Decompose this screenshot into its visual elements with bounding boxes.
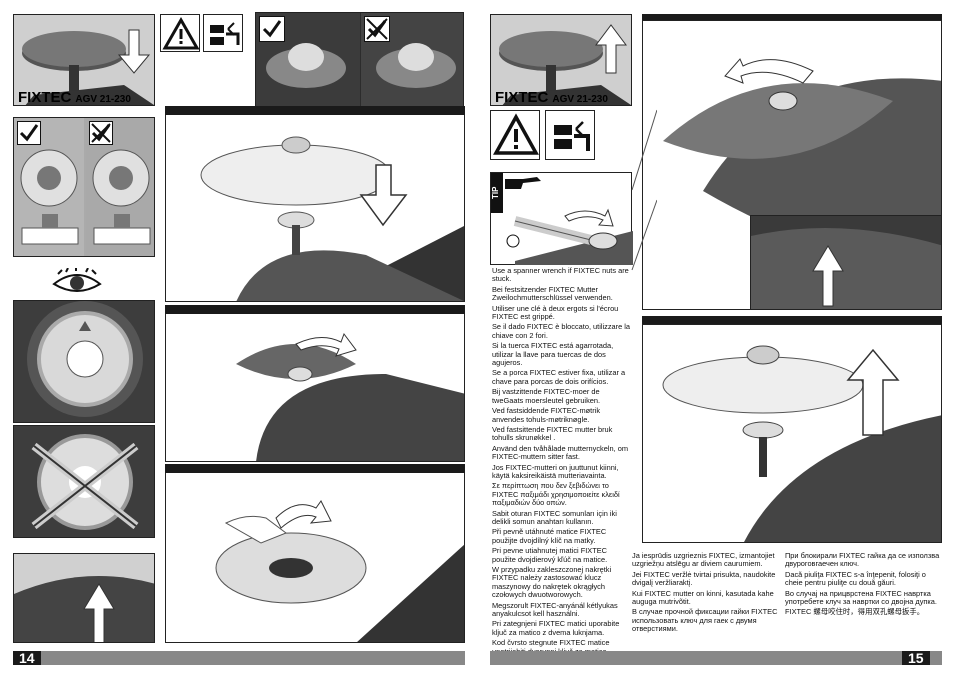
unplug-icon — [203, 14, 243, 52]
bottom-lt: Jei FIXTEC veržlė tvirtai prisukta, naud… — [632, 569, 776, 588]
tip-sk: Pri pevne utiahnutej matici FIXTEC použi… — [492, 546, 608, 564]
tip-es: Si la tuerca FIXTEC está agarrotada, uti… — [492, 341, 614, 368]
tip-pl: W przypadku zakleszczonej nakrętki FIXTE… — [492, 565, 612, 600]
bottom-text-col1: Ja iesprūdis uzgrieznis FIXTEC, izmantoj… — [632, 551, 782, 636]
tip-it: Se il dado FIXTEC è bloccato, utilizzare… — [492, 322, 631, 340]
step-2-image — [165, 314, 465, 462]
tip-box: TIP — [490, 172, 633, 265]
tip-pt: Se a porca FIXTEC estiver fixa, utilizar… — [492, 368, 626, 386]
bottom-ro: Dacă piuliţa FIXTEC s-a înţepenit, folos… — [785, 569, 926, 588]
nut-orientation-photo — [255, 12, 464, 109]
step-1-image — [165, 115, 465, 302]
page-number-left: 14 — [13, 651, 41, 665]
tip-da: Ved fastsiddende FIXTEC-møtrik anvendes … — [492, 406, 601, 424]
eye-icon — [52, 267, 102, 298]
tip-tr: Sabit oturan FIXTEC somunları için iki d… — [492, 508, 617, 526]
bottom-zh: FIXTEC 螺母咬住时，得用双孔螺母扳手。 — [785, 607, 925, 617]
bottom-et: Kui FIXTEC mutter on kinni, kasutada kah… — [632, 588, 774, 607]
bottom-ru: В случае прочной фиксации гайки FIXTEC и… — [632, 607, 778, 634]
step-1-bar-right — [642, 14, 942, 24]
tip-label: TIP — [491, 173, 503, 213]
warning-icon — [490, 110, 540, 160]
unplug-icon — [545, 110, 595, 160]
check-icon — [259, 16, 285, 42]
tip-nl: Bij vastzittende FIXTEC-moer de tweGaats… — [492, 387, 601, 405]
warning-icon — [160, 14, 200, 52]
wrong-tool-image — [13, 425, 155, 538]
tip-fi: Jos FIXTEC-mutteri on juuttunut kiinni, … — [492, 462, 619, 480]
lock-button-inset — [750, 215, 941, 309]
step-2-bar — [165, 305, 465, 315]
check-icon — [17, 121, 41, 145]
step-2-bar-right — [642, 316, 942, 326]
hand-pointer-icon — [503, 173, 543, 193]
step-3-bar — [165, 464, 465, 474]
footer-bar — [13, 651, 465, 665]
step-1-removal-image — [642, 20, 942, 310]
step-3-image — [165, 473, 465, 643]
tip-de: Bei festsitzender FIXTEC Mutter Zweiloch… — [492, 284, 613, 303]
tip-en: Use a spanner wrench if FIXTEC nuts are … — [492, 266, 629, 284]
connector-lines — [631, 109, 657, 271]
brand-label: FIXTEC — [495, 89, 549, 106]
cross-icon — [89, 121, 113, 145]
nut-check-comparison — [13, 117, 155, 257]
spanner-wrench-illustration — [506, 208, 633, 265]
flange-closeup-image — [13, 300, 155, 423]
step-1-bar — [165, 106, 465, 116]
grinder-disc-illustration — [22, 29, 154, 105]
page-number-right: 15 — [902, 651, 930, 665]
tip-cs: Při pevně utáhnuté matice FIXTEC použijt… — [492, 527, 607, 545]
bottom-bg: При блокирали FIXTEC гайка да се използв… — [785, 551, 940, 569]
bottom-lv: Ja iesprūdis uzgrieznis FIXTEC, izmantoj… — [632, 551, 775, 569]
step-2-removal-image — [642, 324, 942, 543]
tip-text-column: Use a spanner wrench if FIXTEC nuts are … — [492, 266, 632, 658]
bottom-text-col2: При блокирали FIXTEC гайка да се използв… — [785, 551, 940, 619]
tip-sv: Använd den tvåhålade mutternyckeln, om F… — [492, 443, 628, 462]
tip-hu: Megszorult FIXTEC-anyánál kétlyukas anya… — [492, 600, 618, 619]
cross-icon — [364, 16, 390, 42]
model-label: AGV 21-230 GEX — [552, 94, 608, 105]
model-label: AGV 21-230 GEX — [75, 94, 131, 105]
footer-bar — [490, 651, 942, 665]
lock-button-image — [13, 553, 155, 643]
bottom-mk: Во случај на прицврстена FIXTEC навртка … — [785, 588, 937, 607]
brand-label: FIXTEC — [18, 89, 72, 106]
tip-no: Ved fastsittende FIXTEC mutter bruk tohu… — [492, 424, 613, 443]
tip-el: Σε περίπτωση που δεν ξεβιδώνει το FIXTEC… — [492, 481, 620, 508]
tip-fr: Utiliser une clé à deux ergots si l'écro… — [492, 303, 619, 322]
tip-sl: Pri zategnjeni FIXTEC matici uporabite k… — [492, 619, 620, 637]
